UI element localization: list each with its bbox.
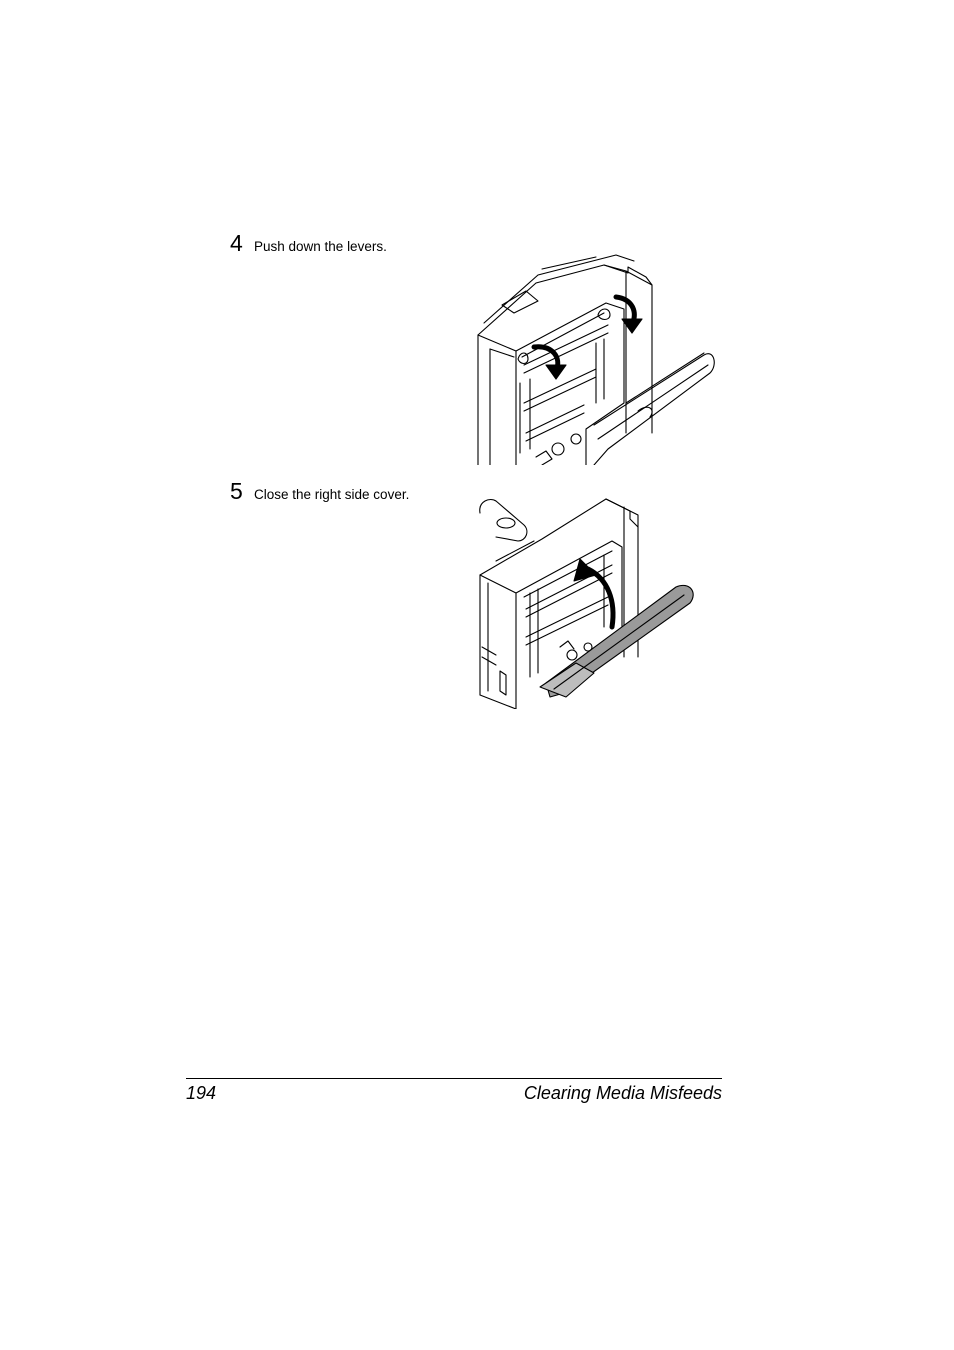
footer-rule [186,1078,722,1079]
step-5: 5 Close the right side cover. [230,480,409,503]
page-number: 194 [186,1083,217,1103]
section-title: Clearing Media Misfeeds [523,1083,722,1103]
printer-levers-illustration [477,254,715,465]
printer-cover-illustration [479,498,694,709]
step-number: 4 [230,230,243,256]
step-instruction: Close the right side cover. [254,487,410,502]
step-instruction: Push down the levers. [254,239,387,254]
step-number: 5 [230,478,243,504]
step-4: 4 Push down the levers. [230,232,387,255]
